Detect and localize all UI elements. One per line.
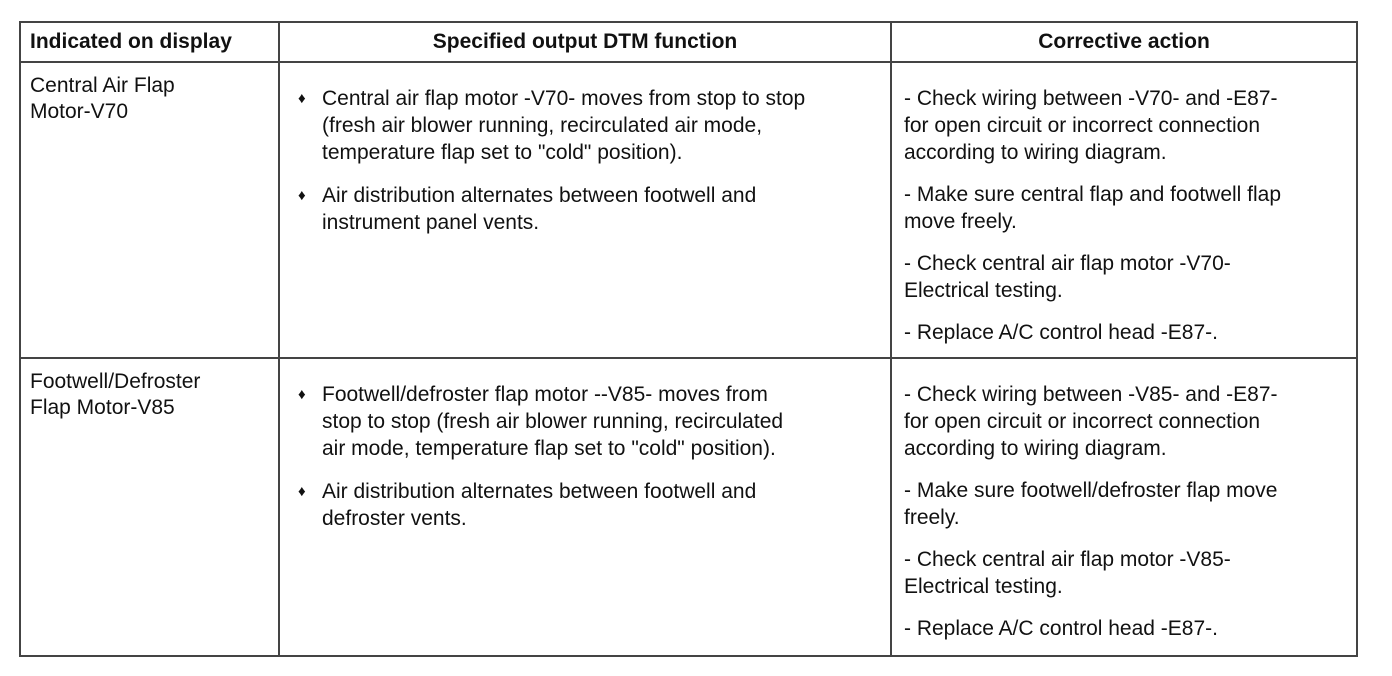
text-line: Flap Motor-V85	[30, 396, 175, 419]
action-cell: - Check wiring between -V70- and -E87- f…	[890, 61, 1358, 359]
text-line: defroster vents.	[322, 507, 467, 530]
indicated-text: Footwell/Defroster Flap Motor-V85	[21, 359, 278, 421]
text-line: instrument panel vents.	[322, 211, 540, 234]
text-line: Central air flap motor -V70- moves from …	[322, 87, 806, 110]
diamond-bullet-icon: ♦	[298, 187, 306, 204]
action-item: - Check central air flap motor -V85- Ele…	[892, 546, 1356, 600]
function-item: ♦ Footwell/defroster flap motor --V85- m…	[280, 359, 890, 462]
table-row: Central Air Flap Motor-V70 ♦ Central air…	[19, 61, 1358, 359]
text-line: air mode, temperature flap set to "cold"…	[322, 437, 776, 460]
header-action: Corrective action	[890, 21, 1358, 63]
indicated-cell: Footwell/Defroster Flap Motor-V85	[19, 357, 280, 657]
text-line: - Check central air flap motor -V85-	[904, 548, 1231, 571]
table-row: Footwell/Defroster Flap Motor-V85 ♦ Foot…	[19, 357, 1358, 657]
indicated-text: Central Air Flap Motor-V70	[21, 63, 278, 125]
text-line: - Make sure central flap and footwell fl…	[904, 183, 1282, 206]
text-line: - Make sure footwell/defroster flap move	[904, 479, 1278, 502]
text-line: - Replace A/C control head -E87-.	[904, 321, 1218, 344]
action-item: - Make sure footwell/defroster flap move…	[892, 477, 1356, 531]
header-indicated: Indicated on display	[19, 21, 280, 63]
action-item: - Make sure central flap and footwell fl…	[892, 181, 1356, 235]
text-line: - Replace A/C control head -E87-.	[904, 617, 1218, 640]
text-line: Air distribution alternates between foot…	[322, 184, 757, 207]
function-cell: ♦ Footwell/defroster flap motor --V85- m…	[278, 357, 892, 657]
text-line: Motor-V70	[30, 100, 129, 123]
text-line: stop to stop (fresh air blower running, …	[322, 410, 784, 433]
header-function: Specified output DTM function	[278, 21, 892, 63]
text-line: - Check wiring between -V70- and -E87-	[904, 87, 1278, 110]
text-line: move freely.	[904, 210, 1017, 233]
text-line: temperature flap set to "cold" position)…	[322, 141, 683, 164]
text-line: for open circuit or incorrect connection	[904, 410, 1261, 433]
text-line: (fresh air blower running, recirculated …	[322, 114, 763, 137]
action-cell: - Check wiring between -V85- and -E87- f…	[890, 357, 1358, 657]
function-item: ♦ Central air flap motor -V70- moves fro…	[280, 63, 890, 166]
indicated-cell: Central Air Flap Motor-V70	[19, 61, 280, 359]
function-item: ♦ Air distribution alternates between fo…	[280, 182, 890, 236]
action-item: - Replace A/C control head -E87-.	[892, 319, 1356, 346]
diamond-bullet-icon: ♦	[298, 90, 306, 107]
action-item: - Check central air flap motor -V70- Ele…	[892, 250, 1356, 304]
action-item: - Check wiring between -V85- and -E87- f…	[892, 359, 1356, 462]
text-line: for open circuit or incorrect connection	[904, 114, 1261, 137]
text-line: Footwell/Defroster	[30, 370, 201, 393]
text-line: Electrical testing.	[904, 575, 1063, 598]
action-item: - Check wiring between -V70- and -E87- f…	[892, 63, 1356, 166]
text-line: according to wiring diagram.	[904, 437, 1167, 460]
function-cell: ♦ Central air flap motor -V70- moves fro…	[278, 61, 892, 359]
diamond-bullet-icon: ♦	[298, 386, 306, 403]
diamond-bullet-icon: ♦	[298, 483, 306, 500]
text-line: freely.	[904, 506, 960, 529]
text-line: - Check central air flap motor -V70-	[904, 252, 1231, 275]
function-item: ♦ Air distribution alternates between fo…	[280, 478, 890, 532]
text-line: Air distribution alternates between foot…	[322, 480, 757, 503]
dtm-table: Indicated on display Specified output DT…	[19, 21, 1358, 657]
text-line: Footwell/defroster flap motor --V85- mov…	[322, 383, 768, 406]
action-item: - Replace A/C control head -E87-.	[892, 615, 1356, 642]
text-line: according to wiring diagram.	[904, 141, 1167, 164]
header-row: Indicated on display Specified output DT…	[19, 21, 1358, 63]
text-line: - Check wiring between -V85- and -E87-	[904, 383, 1278, 406]
text-line: Central Air Flap	[30, 74, 175, 97]
text-line: Electrical testing.	[904, 279, 1063, 302]
